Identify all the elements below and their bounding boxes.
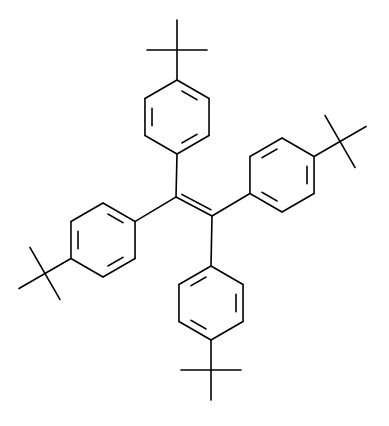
molecule-structure [18,19,367,401]
left-tert-butyl-bond [44,257,72,275]
left-aryl-bond [134,196,177,223]
bottom-aryl-ring-bond [210,265,244,286]
right-aryl-ring-bond [281,137,315,158]
bottom-aryl-ring-bond [178,265,212,286]
right-aryl-ring-double-bond [261,191,278,202]
right-aryl-bond [211,192,251,217]
central-double-bond [175,196,213,217]
top-aryl-ring-double-bond [181,90,198,101]
top-aryl-ring-bond [144,79,178,100]
left-aryl-ring-double-bond [107,256,124,267]
right-tert-butyl-methyl [339,125,367,143]
right-aryl-ring-bond [249,137,283,158]
top-aryl-ring-bond [144,134,178,155]
right-tert-butyl-methyl [339,140,356,169]
left-aryl-ring-double-bond [107,213,124,224]
central-double-bond [181,193,212,211]
left-tert-butyl-methyl [29,246,46,275]
right-aryl-ring-bond [281,192,315,213]
bottom-aryl-ring-double-bond [190,276,207,287]
top-aryl-bond [175,153,178,198]
left-aryl-ring-bond [70,257,104,278]
bottom-aryl-ring-double-bond [190,319,207,330]
top-aryl-ring-bond [176,134,210,155]
bottom-aryl-ring-bond [178,320,212,341]
right-aryl-ring-double-bond [261,148,278,159]
right-tert-butyl-methyl [324,114,341,143]
left-tert-butyl-methyl [44,272,61,301]
bottom-aryl-bond [210,215,213,267]
right-aryl-ring-bond [249,192,283,213]
left-aryl-ring-bond [102,202,136,223]
top-aryl-ring-double-bond [181,133,198,144]
left-aryl-ring-bond [102,257,136,278]
top-aryl-ring-bond [176,79,210,100]
right-tert-butyl-bond [313,140,341,158]
left-aryl-ring-bond [70,202,104,223]
bottom-aryl-ring-bond [210,320,244,341]
left-tert-butyl-methyl [18,272,46,290]
